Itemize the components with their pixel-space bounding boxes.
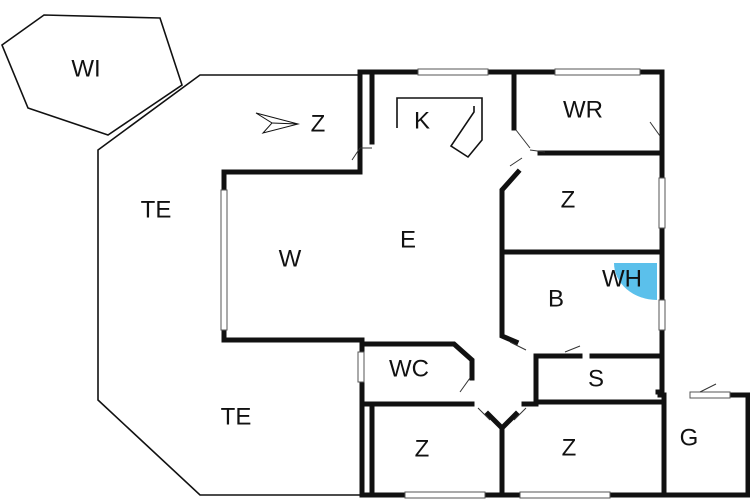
room-label-e: E (400, 226, 416, 253)
door (509, 149, 546, 167)
south-rooms-wall (369, 401, 539, 498)
room-label-z-south-west: Z (415, 435, 430, 462)
b-room-wall (499, 249, 520, 346)
window (658, 177, 666, 229)
terrace-outline (97, 74, 360, 496)
room-label-z-south-east: Z (562, 434, 577, 461)
room-label-b: B (548, 285, 564, 312)
z-east-wall (499, 168, 663, 255)
garage-wall (657, 392, 667, 498)
north-arrow-icon (255, 112, 300, 134)
door (649, 121, 661, 137)
door (564, 345, 581, 353)
window (357, 351, 365, 383)
wc-room-wall (359, 341, 475, 381)
room-label-te-lower: TE (221, 403, 252, 430)
room-label-s: S (588, 365, 604, 392)
window (689, 391, 731, 399)
window (404, 491, 486, 499)
room-label-wr: WR (563, 96, 603, 123)
room-label-wc: WC (389, 355, 429, 382)
room-label-k: K (414, 107, 430, 134)
exterior-wall-north-west (221, 69, 750, 498)
door (459, 377, 471, 393)
exterior-wall (357, 69, 665, 395)
window (658, 299, 666, 331)
north-label: Z (311, 110, 326, 137)
door (477, 407, 527, 421)
door (515, 129, 531, 149)
wi-outline (1, 14, 183, 136)
kitchen-counter (396, 97, 483, 159)
door (351, 147, 372, 161)
window (519, 491, 611, 499)
room-label-w: W (279, 245, 302, 272)
room-label-g: G (680, 424, 699, 451)
room-label-wi: WI (71, 55, 100, 82)
door (699, 383, 717, 393)
window (220, 189, 228, 331)
window (554, 68, 641, 76)
wh-highlight (614, 263, 657, 300)
door (509, 341, 527, 351)
room-label-te-upper: TE (141, 196, 172, 223)
room-label-z-east: Z (561, 186, 576, 213)
window (417, 68, 489, 76)
room-label-wh: WH (602, 265, 642, 292)
